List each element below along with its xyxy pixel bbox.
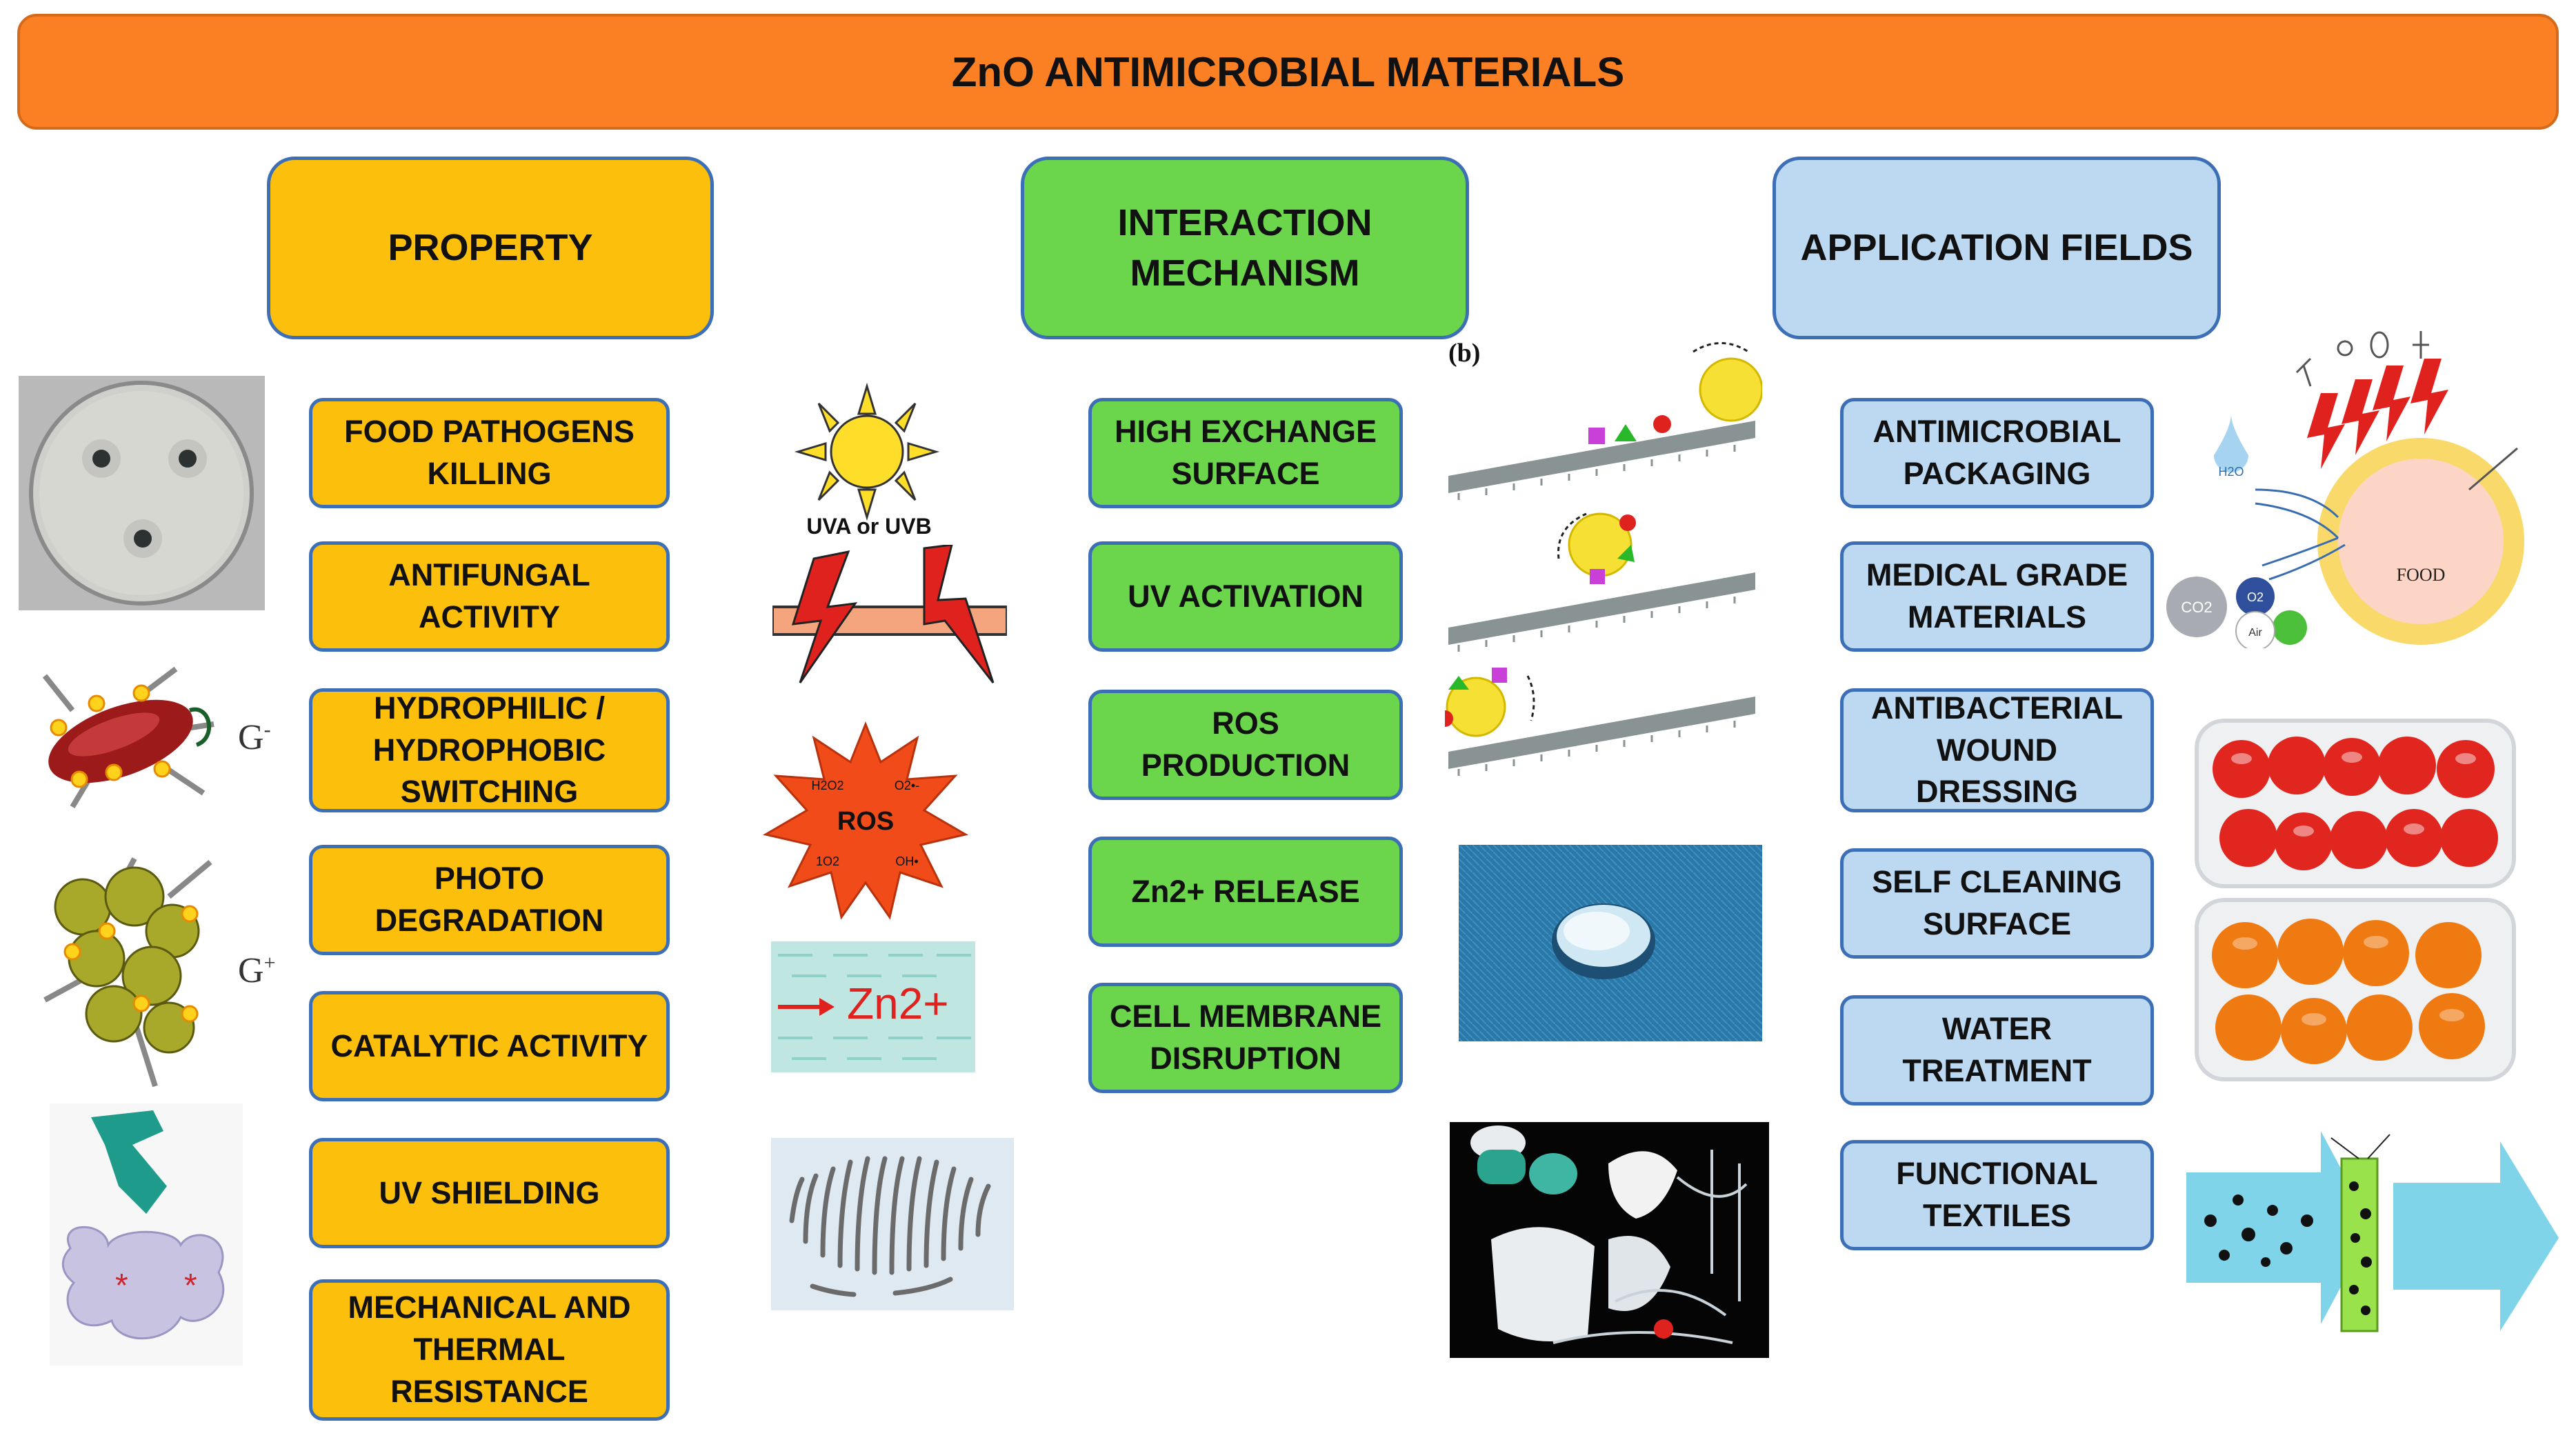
header-interaction-mechanism: INTERACTION MECHANISM <box>1021 157 1469 339</box>
surface-exchange-diagram <box>1445 338 1762 779</box>
medical-devices-image <box>1450 1122 1769 1358</box>
uv-shield-lightning-image <box>772 545 1007 690</box>
property-item-food-pathogens-killing: FOOD PATHOGENS KILLING <box>309 398 670 508</box>
property-item-mechanical-thermal-resistance: MECHANICAL AND THERMAL RESISTANCE <box>309 1279 670 1421</box>
svg-text:Air: Air <box>2248 627 2262 639</box>
packaged-oranges-image <box>2193 897 2517 1083</box>
svg-text:CO2: CO2 <box>2181 599 2212 616</box>
svg-text:*: * <box>115 1268 128 1304</box>
mechanism-item-uv-activation: UV ACTIVATION <box>1088 541 1403 652</box>
diagram-title: ZnO ANTIMICROBIAL MATERIALS <box>17 14 2559 130</box>
gram-positive-label: G+ <box>238 951 276 990</box>
application-item-functional-textiles: FUNCTIONAL TEXTILES <box>1840 1140 2154 1250</box>
svg-text:H2O2: H2O2 <box>811 779 843 792</box>
petri-dish-image <box>19 376 265 610</box>
ros-burst-image: ROS H2O2 O2•- 1O2 OH• <box>762 721 969 921</box>
property-item-catalytic-activity: CATALYTIC ACTIVITY <box>309 991 670 1101</box>
gram-negative-label: G- <box>238 718 271 757</box>
svg-text:ROS: ROS <box>837 807 894 836</box>
gram-positive-bacteria-image <box>31 855 224 1090</box>
enzyme-binding-image: * * <box>50 1103 243 1366</box>
svg-text:*: * <box>184 1268 197 1304</box>
application-item-medical-grade-materials: MEDICAL GRADE MATERIALS <box>1840 541 2154 652</box>
mechanism-item-high-exchange-surface: HIGH EXCHANGE SURFACE <box>1088 398 1403 508</box>
svg-text:O2•-: O2•- <box>895 779 919 792</box>
application-item-self-cleaning-surface: SELF CLEANING SURFACE <box>1840 848 2154 959</box>
mechanism-item-cell-membrane-disruption: CELL MEMBRANE DISRUPTION <box>1088 983 1403 1093</box>
svg-text:FOOD: FOOD <box>2397 565 2446 585</box>
mechanism-item-ros-production: ROS PRODUCTION <box>1088 690 1403 800</box>
property-item-photo-degradation: PHOTO DEGRADATION <box>309 845 670 955</box>
food-packaging-diagram: FOOD H2O CO2 O2 Air <box>2166 331 2538 648</box>
svg-text:O2: O2 <box>2247 590 2264 604</box>
zn-ion-release-image: Zn2+ <box>771 941 975 1072</box>
svg-text:H2O: H2O <box>2218 465 2244 479</box>
sun-icon <box>790 383 945 548</box>
panel-b-label: (b) <box>1448 339 1481 368</box>
gram-negative-bacterium-image <box>31 662 224 814</box>
water-filtration-diagram <box>2183 1124 2562 1338</box>
uv-label: UVA or UVB <box>806 514 932 539</box>
application-item-antimicrobial-packaging: ANTIMICROBIAL PACKAGING <box>1840 398 2154 508</box>
application-item-water-treatment: WATER TREATMENT <box>1840 995 2154 1106</box>
application-item-antibacterial-wound-dressing: ANTIBACTERIAL WOUND DRESSING <box>1840 688 2154 812</box>
mechanism-item-zn-release: Zn2+ RELEASE <box>1088 837 1403 947</box>
property-item-hydrophilic-hydrophobic-switching: HYDROPHILIC / HYDROPHOBIC SWITCHING <box>309 688 670 812</box>
svg-text:1O2: 1O2 <box>816 854 839 868</box>
property-item-uv-shielding: UV SHIELDING <box>309 1138 670 1248</box>
water-droplet-textile-image <box>1459 845 1762 1041</box>
svg-text:OH•: OH• <box>895 854 918 868</box>
header-property: PROPERTY <box>267 157 714 339</box>
header-application-fields: APPLICATION FIELDS <box>1773 157 2221 339</box>
membrane-disruption-image <box>771 1138 1014 1310</box>
property-item-antifungal-activity: ANTIFUNGAL ACTIVITY <box>309 541 670 652</box>
packaged-tomatoes-image <box>2193 717 2517 890</box>
svg-text:Zn2+: Zn2+ <box>847 979 949 1028</box>
